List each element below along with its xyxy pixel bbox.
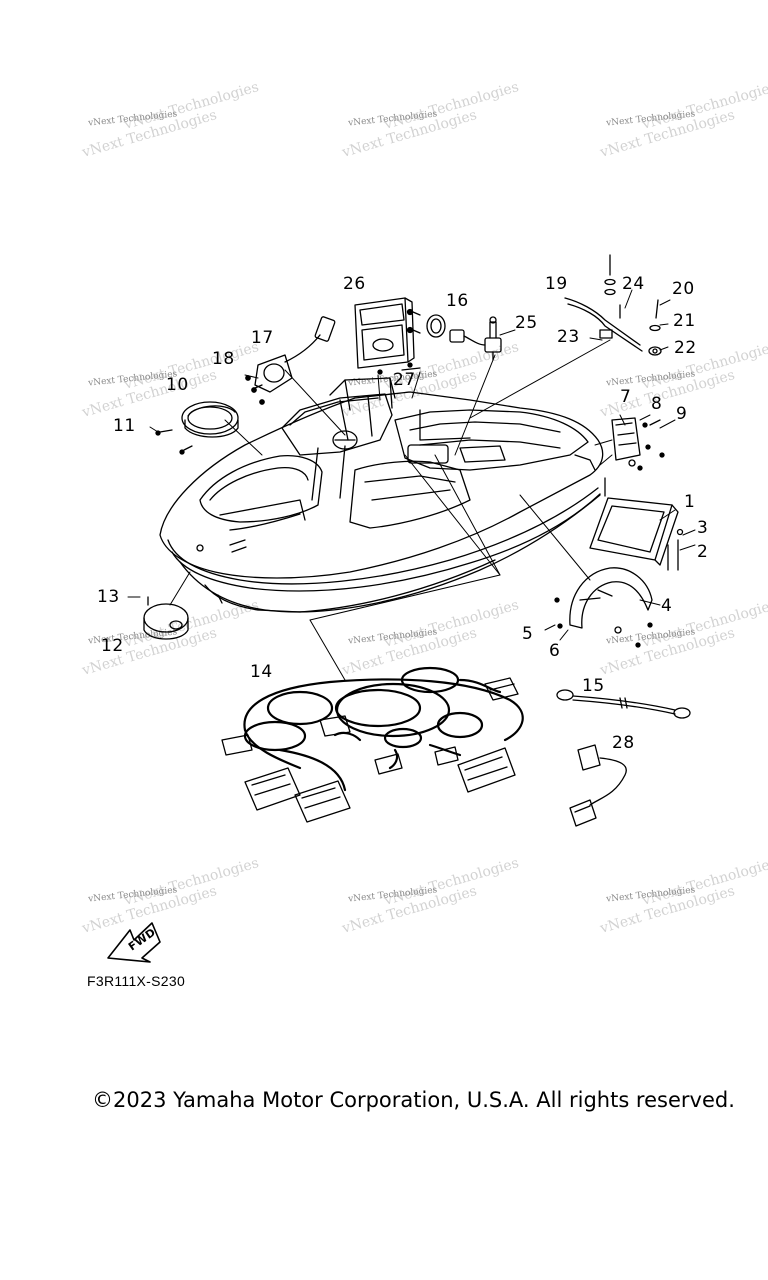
callout-26: 26	[343, 274, 366, 294]
gauge-17	[245, 316, 336, 405]
callout-9: 9	[676, 404, 688, 424]
callout-19: 19	[545, 274, 568, 294]
callout-5: 5	[522, 624, 534, 644]
callout-15: 15	[582, 676, 605, 696]
tow-bar-19	[564, 254, 662, 356]
figure-code: F3R111X-S230	[87, 973, 186, 989]
callout-18: 18	[212, 349, 235, 369]
bracket-4	[554, 567, 653, 648]
leader-lines	[127, 289, 696, 681]
wire-harness-14	[243, 666, 524, 792]
callout-27: 27	[393, 370, 416, 390]
harness-connectors	[221, 677, 519, 823]
copyright-notice: ©2023 Yamaha Motor Corporation, U.S.A. A…	[92, 1088, 735, 1112]
callout-7: 7	[620, 387, 632, 407]
fwd-arrow-icon	[107, 922, 161, 963]
callout-25: 25	[515, 313, 538, 333]
callout-3: 3	[697, 518, 709, 538]
callout-14: 14	[250, 662, 273, 682]
callout-28: 28	[612, 733, 635, 753]
horn-12	[143, 596, 189, 640]
callout-4: 4	[661, 596, 673, 616]
sensor-25	[449, 316, 502, 361]
cable-15	[556, 689, 691, 719]
callout-20: 20	[672, 279, 695, 299]
callout-16: 16	[446, 291, 469, 311]
ecu-box-1	[589, 477, 684, 571]
callout-24: 24	[622, 274, 645, 294]
control-module-26	[354, 297, 421, 375]
speaker-10	[155, 401, 239, 455]
callout-1: 1	[684, 492, 696, 512]
callout-13: 13	[97, 587, 120, 607]
callout-10: 10	[166, 375, 189, 395]
boat-hull	[159, 377, 604, 613]
callout-21: 21	[673, 311, 696, 331]
switch-panel-7	[611, 417, 665, 471]
grommet-16	[426, 314, 446, 338]
adapter-28	[569, 744, 627, 827]
callout-23: 23	[557, 327, 580, 347]
callout-17: 17	[251, 328, 274, 348]
callout-11: 11	[113, 416, 136, 436]
callout-12: 12	[101, 636, 124, 656]
callout-22: 22	[674, 338, 697, 358]
callout-6: 6	[549, 641, 561, 661]
callout-8: 8	[651, 394, 663, 414]
callout-2: 2	[697, 542, 709, 562]
